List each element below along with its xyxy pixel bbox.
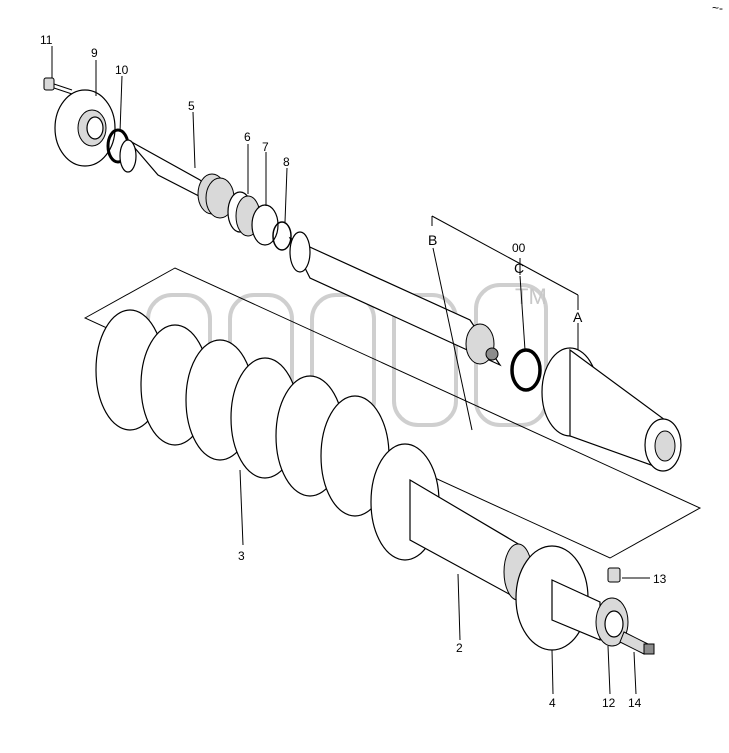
part-8-snap-ring bbox=[272, 221, 292, 251]
label-part-8: 8 bbox=[283, 155, 290, 169]
label-part-9: 9 bbox=[91, 46, 98, 60]
part-a-sleeve bbox=[541, 347, 682, 472]
label-part-7: 7 bbox=[262, 140, 269, 154]
label-part-11: 11 bbox=[40, 33, 53, 47]
part-14-grease-nipple bbox=[619, 631, 655, 655]
part-2-tube bbox=[409, 478, 533, 602]
label-part-12: 12 bbox=[602, 696, 616, 710]
label-part-5: 5 bbox=[188, 99, 195, 113]
label-c: C bbox=[514, 260, 524, 276]
label-part-6: 6 bbox=[244, 130, 251, 144]
label-00: 00 bbox=[512, 241, 526, 255]
part-11-bolt bbox=[43, 77, 73, 95]
part-9-flange bbox=[54, 89, 116, 167]
label-part-13: 13 bbox=[653, 572, 667, 586]
part-13-plug bbox=[607, 567, 621, 583]
corner-mark: ~- bbox=[712, 1, 723, 15]
label-b: B bbox=[428, 232, 437, 248]
watermark-tm: TM bbox=[515, 284, 547, 309]
label-part-14: 14 bbox=[628, 696, 642, 710]
part-7-seal-ring bbox=[251, 204, 279, 246]
label-part-4: 4 bbox=[549, 696, 556, 710]
label-part-2: 2 bbox=[456, 641, 463, 655]
group-bracket bbox=[431, 215, 579, 310]
label-part-3: 3 bbox=[238, 549, 245, 563]
label-a: A bbox=[573, 309, 583, 325]
leader-lines bbox=[51, 46, 650, 695]
inner-shaft bbox=[288, 231, 502, 367]
label-part-10: 10 bbox=[115, 63, 129, 77]
part-12-nut bbox=[595, 597, 629, 647]
part-3-spiral bbox=[95, 309, 440, 561]
part-4-end-disc bbox=[515, 545, 601, 651]
part-c-oring bbox=[510, 348, 542, 392]
part-5-shaft bbox=[119, 139, 235, 219]
